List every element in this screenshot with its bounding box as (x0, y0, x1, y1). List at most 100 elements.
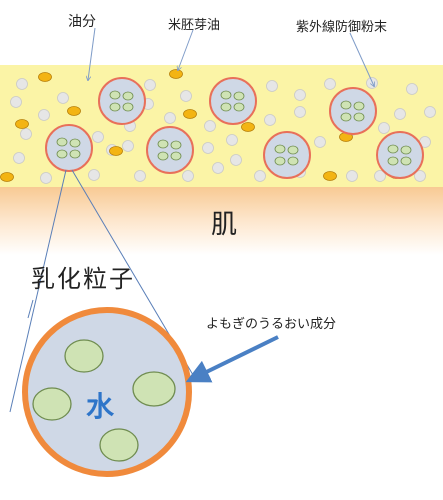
uv-powder-dot (324, 78, 336, 90)
uv-powder-dot (134, 170, 146, 182)
water-droplet (220, 102, 232, 112)
water-droplet (353, 112, 365, 122)
particle-shell (376, 131, 424, 179)
water-droplet (56, 137, 68, 147)
uv-powder-dot (10, 96, 22, 108)
uv-powder-dot (16, 78, 28, 90)
small-emulsion-particle (146, 126, 194, 174)
water-droplet (220, 90, 232, 100)
uv-powder-dot (378, 122, 390, 134)
water-droplet (287, 156, 299, 166)
oil-leader-line (88, 27, 96, 80)
uv-powder-dot (406, 83, 418, 95)
uv-powder-dot (314, 136, 326, 148)
water-droplet (56, 149, 68, 159)
water-droplet (99, 428, 139, 462)
water-droplet (132, 371, 176, 407)
water-droplet (387, 156, 399, 166)
uv-powder-dot (13, 152, 25, 164)
water-droplet (170, 151, 182, 161)
uv-powder-dot (264, 114, 276, 126)
uv-powder-dot (230, 154, 242, 166)
small-emulsion-particle (376, 131, 424, 179)
small-emulsion-particle (329, 87, 377, 135)
rice-germ-oil-dot (15, 119, 29, 129)
water-droplet (387, 144, 399, 154)
water-droplet (340, 112, 352, 122)
uv-powder-dot (226, 134, 238, 146)
uv-powder-dot (122, 140, 134, 152)
rice-germ-oil-dot (183, 109, 197, 119)
rice-germ-oil-dot (67, 106, 81, 116)
zoom-line-left (9, 169, 67, 413)
water-droplet (32, 387, 72, 421)
uv-powder-dot (180, 90, 192, 102)
water-droplet (109, 90, 121, 100)
emulsion-particle-label: 乳化粒子 (31, 265, 135, 293)
uv-powder-dot (374, 170, 386, 182)
uv-powder-dot (202, 142, 214, 154)
rice-germ-oil-dot (241, 122, 255, 132)
rice-germ-oil-dot (109, 146, 123, 156)
rice-germ-oil-dot (169, 69, 183, 79)
uv-powder-dot (57, 92, 69, 104)
uv-powder-dot (38, 109, 50, 121)
small-emulsion-particle (45, 124, 93, 172)
water-droplet (69, 149, 81, 159)
mugwort-label: よもぎのうるおい成分 (206, 317, 336, 332)
uv-powder-dot (346, 170, 358, 182)
uv-powder-dot (266, 80, 278, 92)
water-label: 水 (86, 390, 115, 423)
uv-powder-dot (144, 79, 156, 91)
rice-germ-oil-dot (323, 171, 337, 181)
uv-powder-dot (88, 169, 100, 181)
mugwort-arrow (185, 335, 279, 383)
rice-germ-oil-dot (38, 72, 52, 82)
water-droplet (274, 144, 286, 154)
rice-germ-oil-dot (0, 172, 14, 182)
rice-germ-oil-label: 米胚芽油 (168, 18, 220, 33)
uv-powder-dot (414, 170, 426, 182)
uv-powder-dot (40, 172, 52, 184)
water-droplet (122, 102, 134, 112)
uv-powder-label: 紫外線防御粉末 (296, 19, 387, 35)
uv-powder-dot (92, 131, 104, 143)
uv-powder-dot (20, 128, 32, 140)
particle-shell (45, 124, 93, 172)
uv-powder-dot (366, 77, 378, 89)
water-droplet (274, 156, 286, 166)
uv-powder-dot (212, 162, 224, 174)
particle-shell (98, 77, 146, 125)
particle-shell (209, 77, 257, 125)
water-droplet (157, 139, 169, 149)
water-droplet (400, 145, 412, 155)
uv-powder-dot (394, 108, 406, 120)
uv-powder-dot (204, 120, 216, 132)
uv-powder-dot (294, 106, 306, 118)
water-droplet (157, 151, 169, 161)
small-emulsion-particle (98, 77, 146, 125)
uv-powder-dot (182, 170, 194, 182)
particle-shell (146, 126, 194, 174)
water-droplet (233, 91, 245, 101)
skin-layer (0, 185, 443, 255)
water-droplet (400, 156, 412, 166)
water-droplet (122, 91, 134, 101)
particle-shell (329, 87, 377, 135)
water-droplet (353, 101, 365, 111)
small-emulsion-particle (263, 131, 311, 179)
small-emulsion-particle (209, 77, 257, 125)
uv-powder-dot (254, 170, 266, 182)
water-droplet (287, 145, 299, 155)
water-droplet (340, 100, 352, 110)
skin-label: 肌 (211, 210, 237, 240)
oil-label: 油分 (68, 14, 96, 30)
rice-germ-oil-leader-line (178, 29, 194, 70)
water-droplet (64, 339, 104, 373)
uv-powder-dot (294, 89, 306, 101)
uv-powder-leader-line (349, 32, 374, 86)
small-emulsion-particles (45, 77, 424, 179)
water-droplet (69, 138, 81, 148)
